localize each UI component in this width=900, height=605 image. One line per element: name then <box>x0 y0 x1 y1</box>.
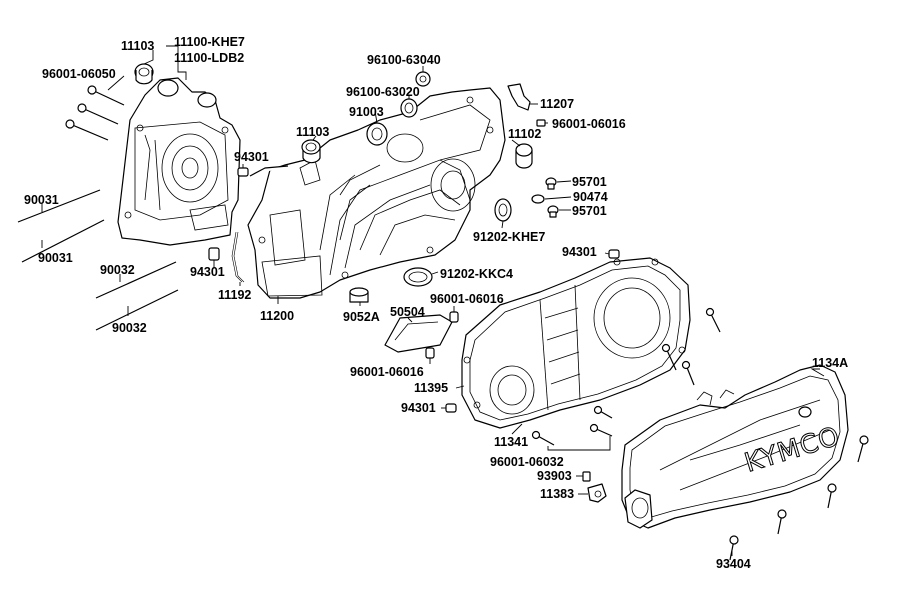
bushing-11103-right <box>301 139 321 164</box>
label-11103-left: 11103 <box>121 39 154 53</box>
studs-90032 <box>95 261 179 331</box>
clip-11192 <box>231 165 289 283</box>
plate-50504 <box>384 314 453 353</box>
clamp-11383 <box>587 483 607 503</box>
clutch-cover-11395 <box>461 257 691 429</box>
label-1134a: 1134A <box>812 356 848 370</box>
label-11103-right: 11103 <box>296 125 329 139</box>
bolts-96001-06032 <box>531 307 721 446</box>
label-93903: 93903 <box>537 469 572 483</box>
screw-93903 <box>582 471 591 482</box>
leader-lines <box>41 45 825 556</box>
bolt-96001-06016-b <box>449 311 459 323</box>
label-90474: 90474 <box>573 190 608 204</box>
label-90031-a: 90031 <box>24 193 59 207</box>
label-9052a: 9052A <box>343 310 380 324</box>
label-94301-b: 94301 <box>562 245 597 259</box>
outer-cover-1134a: KYMCO <box>621 364 849 529</box>
bolt-96001-06016-a <box>536 119 546 127</box>
label-90032-b: 90032 <box>112 321 147 335</box>
bushing-11102 <box>515 143 533 169</box>
part-labels: 11103 11100-KHE7 11100-LDB2 96001-06050 … <box>24 35 848 571</box>
studs-90031 <box>17 189 105 263</box>
bolts-96001-06050 <box>65 85 125 141</box>
label-95701-b: 95701 <box>572 204 607 218</box>
left-crankcase <box>117 77 241 246</box>
dowel-94301-a <box>237 167 249 177</box>
seal-96100-63020 <box>400 98 418 118</box>
label-90032-a: 90032 <box>100 263 135 277</box>
label-11100-khe7: 11100-KHE7 <box>174 35 245 49</box>
label-50504: 50504 <box>390 305 425 319</box>
seal-91202-kkc4 <box>403 267 433 287</box>
label-11100-ldb2: 11100-LDB2 <box>174 51 244 65</box>
label-96001-06032: 96001-06032 <box>490 455 564 469</box>
label-90031-b: 90031 <box>38 251 73 265</box>
bolts-95701 <box>531 177 559 218</box>
dowel-94301-b <box>608 249 620 259</box>
label-96001-06016-b: 96001-06016 <box>430 292 504 306</box>
label-94301-a: 94301 <box>234 150 269 164</box>
bolt-96001-06016-c <box>425 347 435 359</box>
label-91202-kkc4: 91202-KKC4 <box>440 267 513 281</box>
seal-96100-63040 <box>415 71 431 87</box>
label-96001-06050: 96001-06050 <box>42 67 116 81</box>
dowel-94301-c <box>208 247 220 261</box>
bracket-11207 <box>507 83 531 111</box>
label-91003: 91003 <box>349 105 384 119</box>
label-93404: 93404 <box>716 557 751 571</box>
label-94301-d: 94301 <box>401 401 436 415</box>
label-11383: 11383 <box>540 487 574 501</box>
label-95701-a: 95701 <box>572 175 607 189</box>
label-91202-khe7: 91202-KHE7 <box>473 230 545 244</box>
bearing-91003 <box>366 122 388 146</box>
label-96100-63040: 96100-63040 <box>367 53 441 67</box>
plug-9052a <box>349 287 369 303</box>
label-11102: 11102 <box>508 127 541 141</box>
label-94301-c: 94301 <box>190 265 225 279</box>
label-11207: 11207 <box>540 97 574 111</box>
bolts-93404 <box>729 435 869 561</box>
label-96100-63020: 96100-63020 <box>346 85 420 99</box>
label-11192: 11192 <box>218 288 251 302</box>
bushing-11103-left <box>134 63 154 85</box>
label-11395: 11395 <box>414 381 448 395</box>
right-crankcase <box>247 87 506 299</box>
seal-91202-khe7 <box>494 198 512 222</box>
label-11200: 11200 <box>260 309 294 323</box>
dowel-94301-d <box>445 403 457 413</box>
label-96001-06016-a: 96001-06016 <box>552 117 626 131</box>
label-11341: 11341 <box>494 435 528 449</box>
gasket-tabs <box>696 389 735 406</box>
label-96001-06016-c: 96001-06016 <box>350 365 424 379</box>
